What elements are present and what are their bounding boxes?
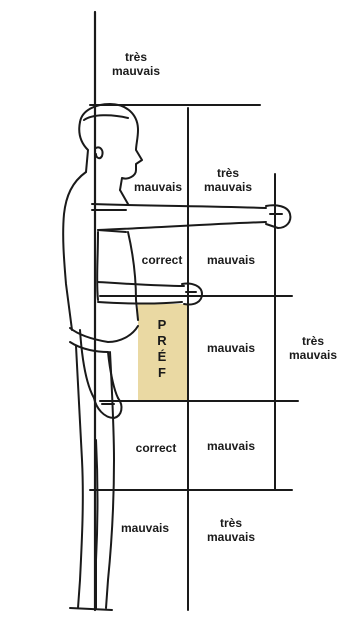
zone-label-knee-right: mauvais — [198, 439, 264, 453]
zone-label-shoulder-right: très mauvais — [198, 166, 258, 194]
zone-label-shoulder-left: mauvais — [128, 180, 188, 194]
zone-label-knee-left: correct — [126, 441, 186, 455]
person-legs — [70, 346, 114, 610]
preferred-letter-3: É — [155, 350, 169, 364]
zone-label-far-right: très mauvais — [280, 334, 346, 362]
zone-label-bottom-left: mauvais — [112, 521, 178, 535]
person-bent-arm — [98, 282, 202, 305]
zone-label-elbow-left: correct — [132, 253, 192, 267]
preferred-letter-4: F — [155, 366, 169, 380]
zone-label-elbow-right: mauvais — [198, 253, 264, 267]
person-torso — [63, 172, 138, 352]
preferred-letter-2: R — [155, 334, 169, 348]
person-head — [79, 104, 142, 190]
person-extended-arm — [92, 204, 290, 230]
zone-label-middle-right: mauvais — [198, 341, 264, 355]
person-hanging-arm — [80, 330, 121, 418]
zone-label-bottom-right: très mauvais — [198, 516, 264, 544]
zone-label-top-left: très mauvais — [106, 50, 166, 78]
preferred-letter-1: P — [155, 318, 169, 332]
